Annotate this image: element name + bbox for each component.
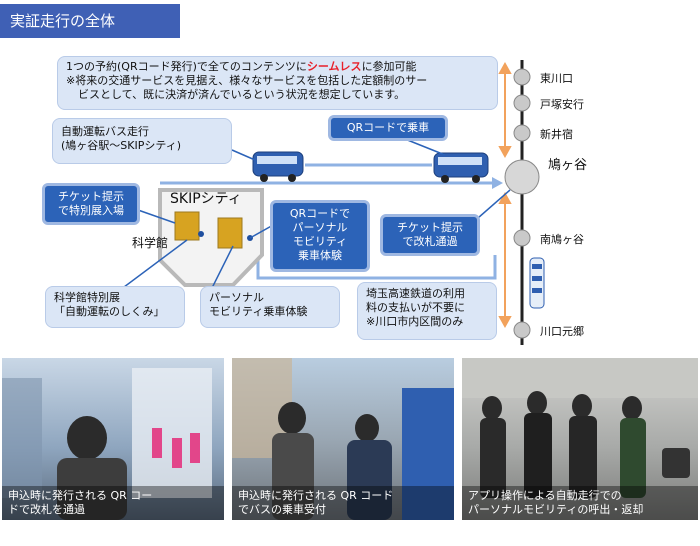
photo-bus-boarding-scene — [232, 358, 454, 520]
page-title: 実証走行の全体 — [0, 4, 180, 38]
intro-line1: 1つの予約(QRコード発行)で全てのコンテンツにシームレスに参加可能 — [66, 60, 489, 74]
qr-mobility-box: QRコードで パーソナル モビリティ 乗車体験 — [270, 200, 370, 272]
orange-arrow-upper-head-bottom — [498, 146, 512, 159]
train-icon — [529, 257, 545, 309]
bus-route-line2: (鳩ヶ谷駅～SKIPシティ) — [61, 139, 181, 152]
station-hatogaya: 鳩ヶ谷 — [548, 158, 588, 173]
qr-mobility-line4: 乗車体験 — [298, 249, 342, 262]
photo-2-caption: 申込時に発行される QR コード でバスの乗車受付 — [232, 486, 454, 520]
qr-mobility-line2: パーソナル — [292, 221, 348, 234]
station-minamihatogaya: 南鳩ヶ谷 — [540, 233, 584, 246]
ticket-gate-box: チケット提示 で改札通過 — [380, 214, 480, 256]
ticket-gate-line1: チケット提示 — [397, 221, 463, 234]
station-circle-araijuku — [513, 124, 531, 142]
photo-1-caption-line2: ドで改札を通過 — [8, 503, 85, 516]
mobility-label-line1: パーソナル — [209, 291, 264, 304]
bus-route-line1: 自動運転バス走行 — [61, 125, 149, 138]
mobility-label-box: パーソナル モビリティ乗車体験 — [200, 286, 340, 328]
photo-personal-mobility-scene — [462, 358, 698, 498]
qr-mobility-line1: QRコードで — [289, 207, 351, 220]
intro-line1-text: 1つの予約(QRコード発行)で全てのコンテンツに — [66, 60, 307, 73]
station-higashikawaguchi: 東川口 — [540, 72, 573, 85]
qr-boarding-box: QRコードで乗車 — [328, 115, 448, 141]
photo-3-caption-line2: パーソナルモビリティの呼出・返却 — [468, 503, 644, 516]
railway-note-box: 埼玉高速鉄道の利用 料の支払いが不要に ※川口市内区間のみ — [357, 282, 497, 340]
photo-ticket-gate: 申込時に発行される QR コー ドで改札を通過 — [2, 358, 224, 520]
bus-route-box: 自動運転バス走行 (鳩ヶ谷駅～SKIPシティ) — [52, 118, 232, 164]
skip-city-label: SKIPシティ — [170, 191, 242, 207]
bus-left-icon — [252, 151, 304, 182]
station-tozukaangyo: 戸塚安行 — [540, 98, 584, 111]
intro-line2: ※将来の交通サービスを見据え、様々なサービスを包括した定額制のサー — [66, 74, 428, 87]
connector-exhibit — [119, 239, 188, 291]
ticket-exhibit-box: チケット提示 で特別展入場 — [42, 183, 140, 225]
station-circle-higashikawaguchi — [513, 68, 531, 86]
diagram-graphics — [119, 60, 545, 345]
station-araijuku: 新井宿 — [540, 128, 573, 141]
connector-bus-route — [231, 149, 256, 161]
museum-marker — [198, 231, 204, 237]
mobility-label-line2: モビリティ乗車体験 — [209, 305, 308, 318]
photo-ticket-gate-scene — [2, 368, 212, 520]
intro-box: 1つの予約(QRコード発行)で全てのコンテンツにシームレスに参加可能 ※将来の交… — [57, 56, 498, 110]
station-circle-minamihatogaya — [513, 229, 531, 247]
photo-3-caption-line1: アプリ操作による自動走行での — [468, 489, 622, 502]
science-museum-label: 科学館 — [132, 236, 169, 250]
railway-note-line2: 料の支払いが不要に — [366, 301, 465, 314]
intro-line3: ビスとして、既に決済が済んでいるという状況を想定しています。 — [78, 88, 406, 101]
bus-right-icon — [433, 152, 489, 183]
museum-block — [174, 211, 200, 241]
station-circle-tozukaangyo — [513, 94, 531, 112]
photo-1-caption-line1: 申込時に発行される QR コー — [8, 489, 153, 502]
photo-2-caption-line2: でバスの乗車受付 — [238, 503, 326, 516]
exhibit-label-line2: 「自動運転のしくみ」 — [54, 305, 165, 318]
photo-personal-mobility: アプリ操作による自動走行での パーソナルモビリティの呼出・返却 — [462, 358, 698, 520]
route-arrowhead-right — [492, 177, 503, 189]
railway-note-line1: 埼玉高速鉄道の利用 — [366, 287, 465, 300]
mobility-block — [217, 217, 243, 249]
orange-arrow-upper-head-top — [498, 61, 512, 74]
intro-line1-suffix: に参加可能 — [361, 60, 417, 73]
railway-note-line3: ※川口市内区間のみ — [366, 315, 464, 328]
seamless-accent: シームレス — [306, 60, 362, 73]
connector-mobility — [209, 245, 234, 293]
station-kawaguchimotogo: 川口元郷 — [540, 325, 584, 338]
photo-bus-boarding: 申込時に発行される QR コード でバスの乗車受付 — [232, 358, 454, 520]
ticket-exhibit-line1: チケット提示 — [58, 190, 124, 203]
orange-arrow-lower-head-top — [498, 191, 512, 204]
orange-arrow-lower-head-bottom — [498, 316, 512, 329]
photo-1-caption: 申込時に発行される QR コー ドで改札を通過 — [2, 486, 224, 520]
ticket-exhibit-line2: で特別展入場 — [58, 204, 124, 217]
exhibit-label-box: 科学館特別展 「自動運転のしくみ」 — [45, 286, 185, 328]
photo-3-caption: アプリ操作による自動走行での パーソナルモビリティの呼出・返却 — [462, 486, 698, 520]
exhibit-label-line1: 科学館特別展 — [54, 291, 120, 304]
station-circle-hatogaya — [504, 159, 540, 195]
qr-mobility-line3: モビリティ — [292, 235, 348, 248]
connector-ticket-exhibit — [137, 209, 176, 224]
photo-2-caption-line1: 申込時に発行される QR コード — [238, 489, 394, 502]
station-circle-kawaguchimotogo — [513, 321, 531, 339]
ticket-gate-line2: で改札通過 — [402, 235, 458, 248]
